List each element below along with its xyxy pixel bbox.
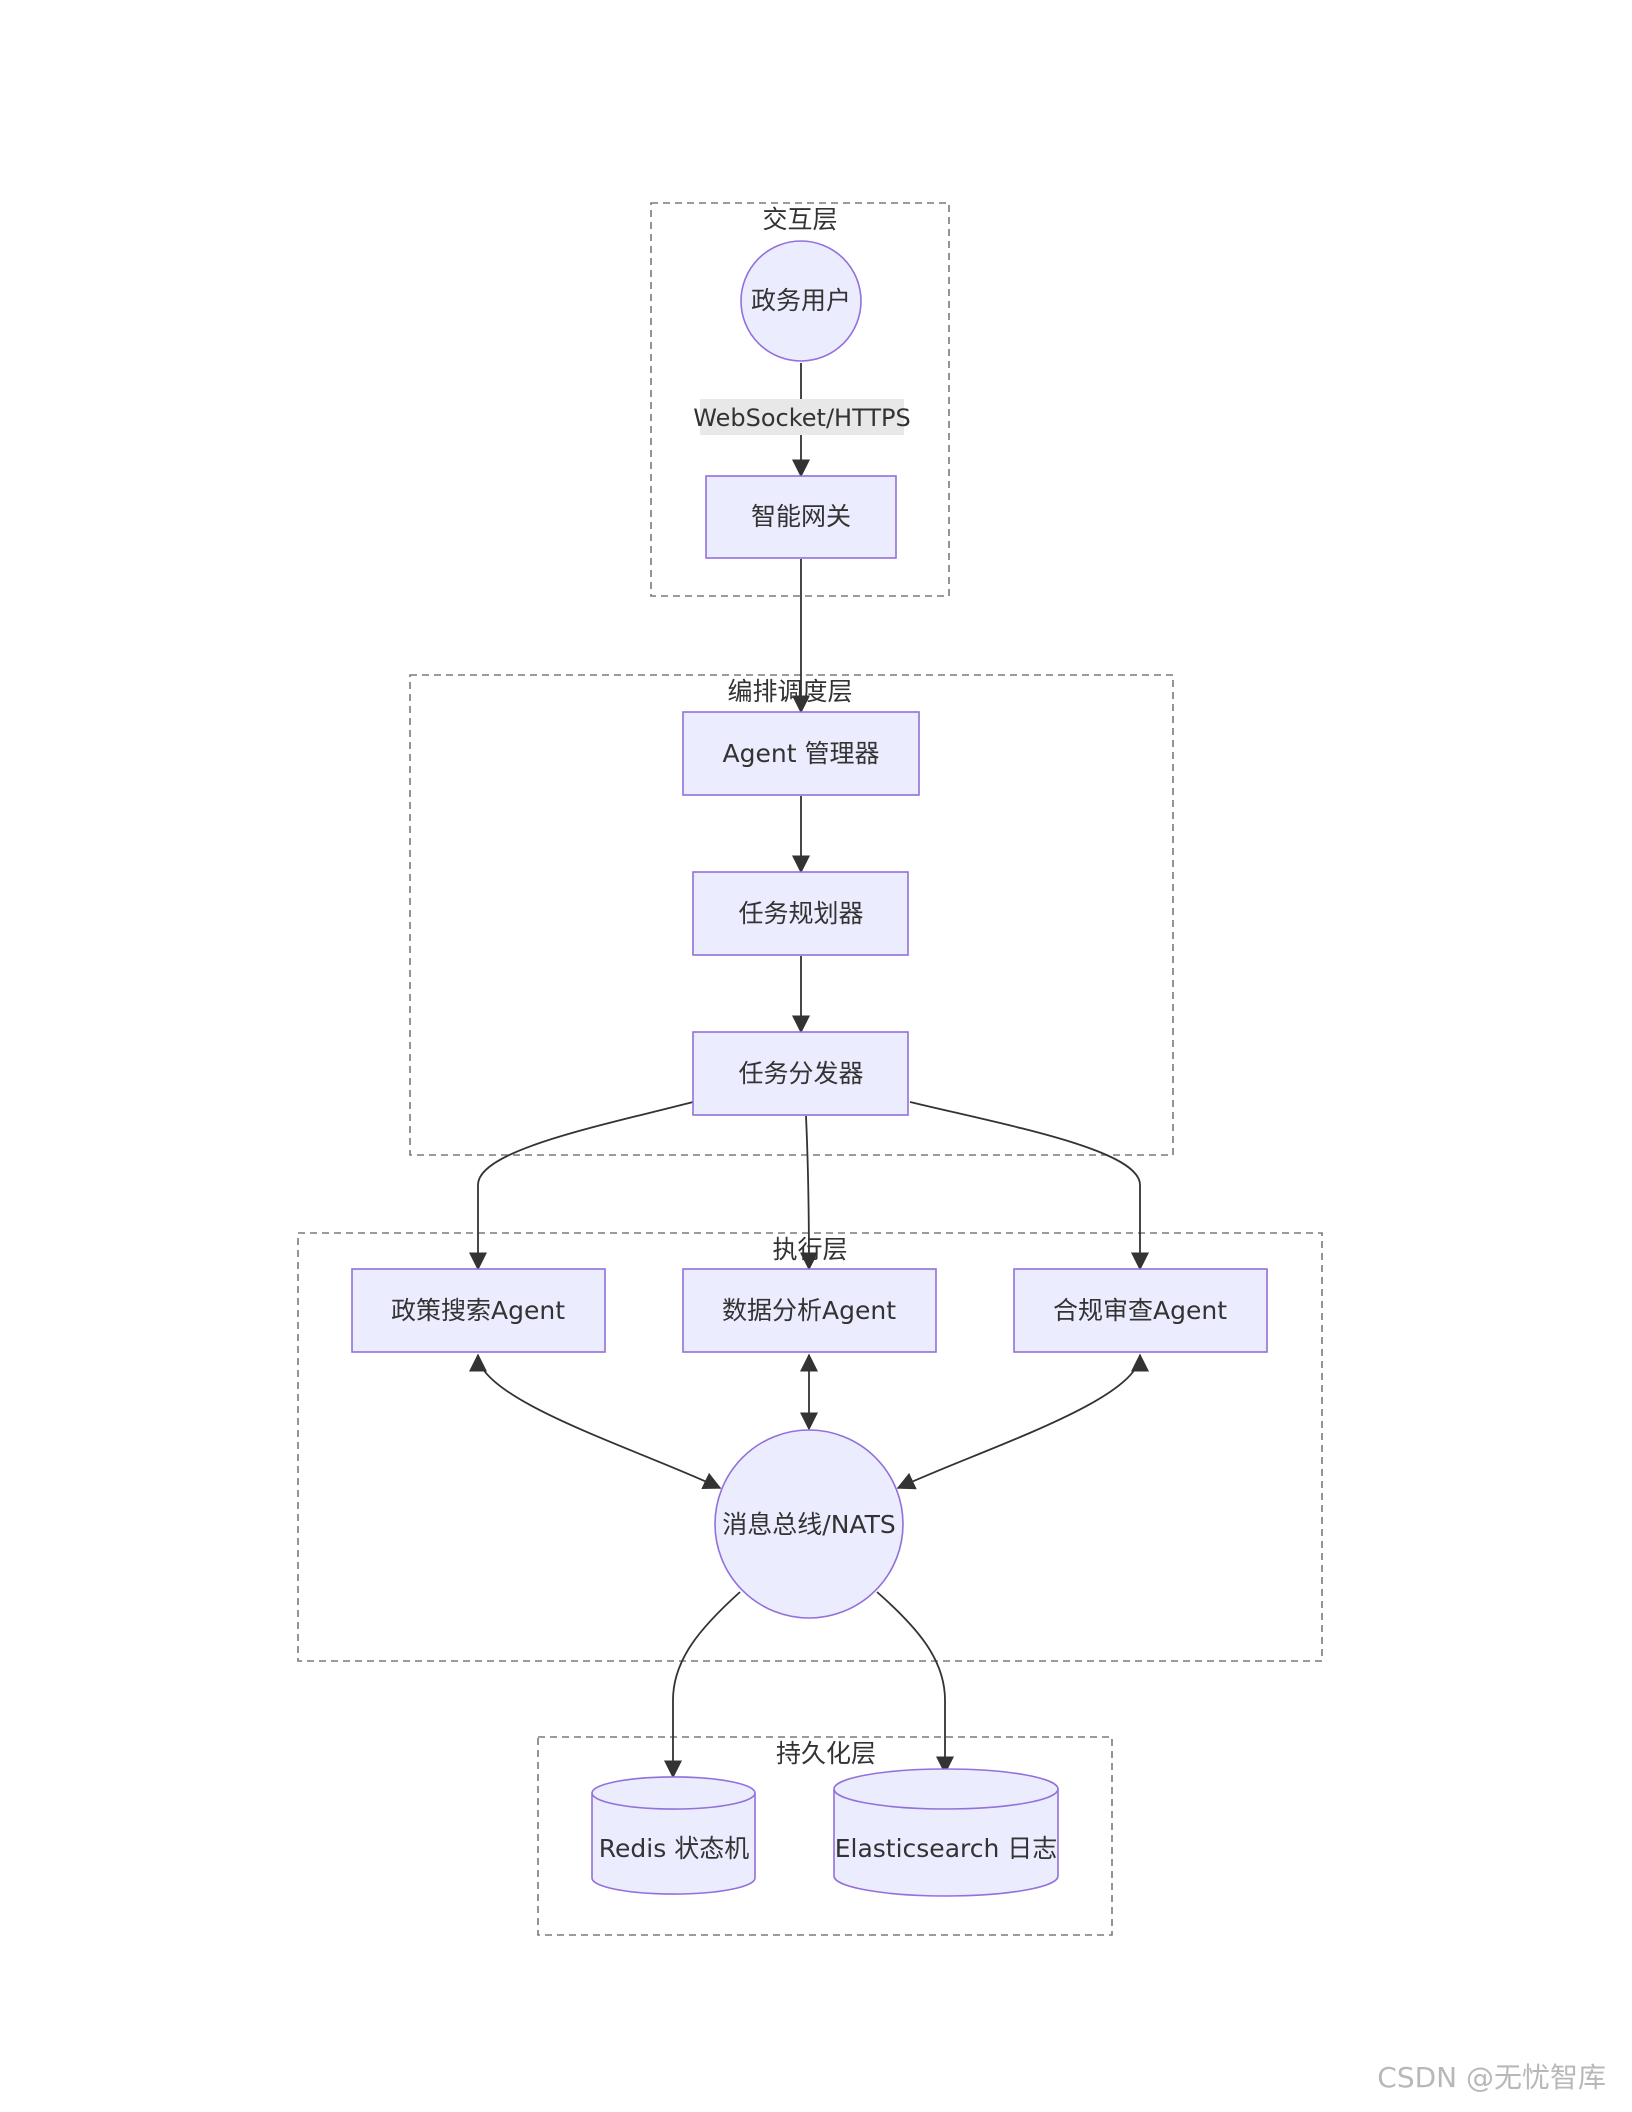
edge-user-to-gateway-label: WebSocket/HTTPS	[693, 404, 910, 432]
node-policy-search-agent: 政策搜索Agent	[351, 1268, 606, 1353]
cluster-orchestration-label: 编排调度层	[727, 677, 852, 706]
node-compliance-review-agent: 合规审查Agent	[1013, 1268, 1268, 1353]
edge-dispatcher-to-policy-agent	[469, 1101, 694, 1271]
node-redis-label: Redis 状态机	[599, 1834, 749, 1863]
edge-compliance-agent-message-bus	[896, 1353, 1149, 1490]
node-message-bus: 消息总线/NATS	[714, 1429, 904, 1619]
node-compliance-review-agent-label: 合规审查Agent	[1053, 1296, 1227, 1325]
node-agent-manager: Agent 管理器	[682, 711, 920, 796]
node-smart-gateway: 智能网关	[705, 475, 897, 559]
node-task-dispatcher: 任务分发器	[692, 1031, 909, 1116]
node-gov-user: 政务用户	[740, 240, 862, 362]
cluster-interaction: 交互层	[650, 202, 950, 597]
node-data-analysis-agent-label: 数据分析Agent	[722, 1296, 896, 1325]
edge-message-bus-to-elasticsearch	[876, 1591, 954, 1775]
edge-policy-agent-message-bus	[469, 1353, 722, 1490]
node-data-analysis-agent: 数据分析Agent	[682, 1268, 937, 1353]
edge-label-background	[700, 399, 904, 435]
cluster-interaction-label: 交互层	[762, 205, 837, 234]
node-smart-gateway-label: 智能网关	[751, 502, 851, 531]
edge-dispatcher-to-data-agent	[799, 1115, 818, 1271]
edge-message-bus-to-redis	[664, 1591, 741, 1779]
watermark: CSDN @无忧智库	[1377, 2061, 1606, 2094]
node-task-planner-label: 任务规划器	[738, 899, 863, 928]
node-policy-search-agent-label: 政策搜索Agent	[391, 1296, 565, 1325]
cluster-execution-label: 执行层	[772, 1235, 847, 1264]
node-message-bus-label: 消息总线/NATS	[722, 1510, 895, 1539]
edge-dispatcher-to-compliance-agent	[909, 1101, 1149, 1271]
node-elasticsearch: Elasticsearch 日志	[833, 1768, 1059, 1897]
cluster-persistence-label: 持久化层	[776, 1739, 876, 1768]
node-task-planner: 任务规划器	[692, 871, 909, 956]
node-elasticsearch-label: Elasticsearch 日志	[835, 1834, 1058, 1863]
cluster-execution: 执行层	[297, 1232, 1323, 1662]
cluster-orchestration: 编排调度层	[409, 674, 1174, 1156]
cluster-persistence: 持久化层	[537, 1736, 1113, 1936]
node-redis: Redis 状态机	[591, 1776, 756, 1895]
node-agent-manager-label: Agent 管理器	[723, 739, 880, 768]
node-task-dispatcher-label: 任务分发器	[738, 1059, 863, 1088]
node-gov-user-label: 政务用户	[751, 286, 851, 315]
